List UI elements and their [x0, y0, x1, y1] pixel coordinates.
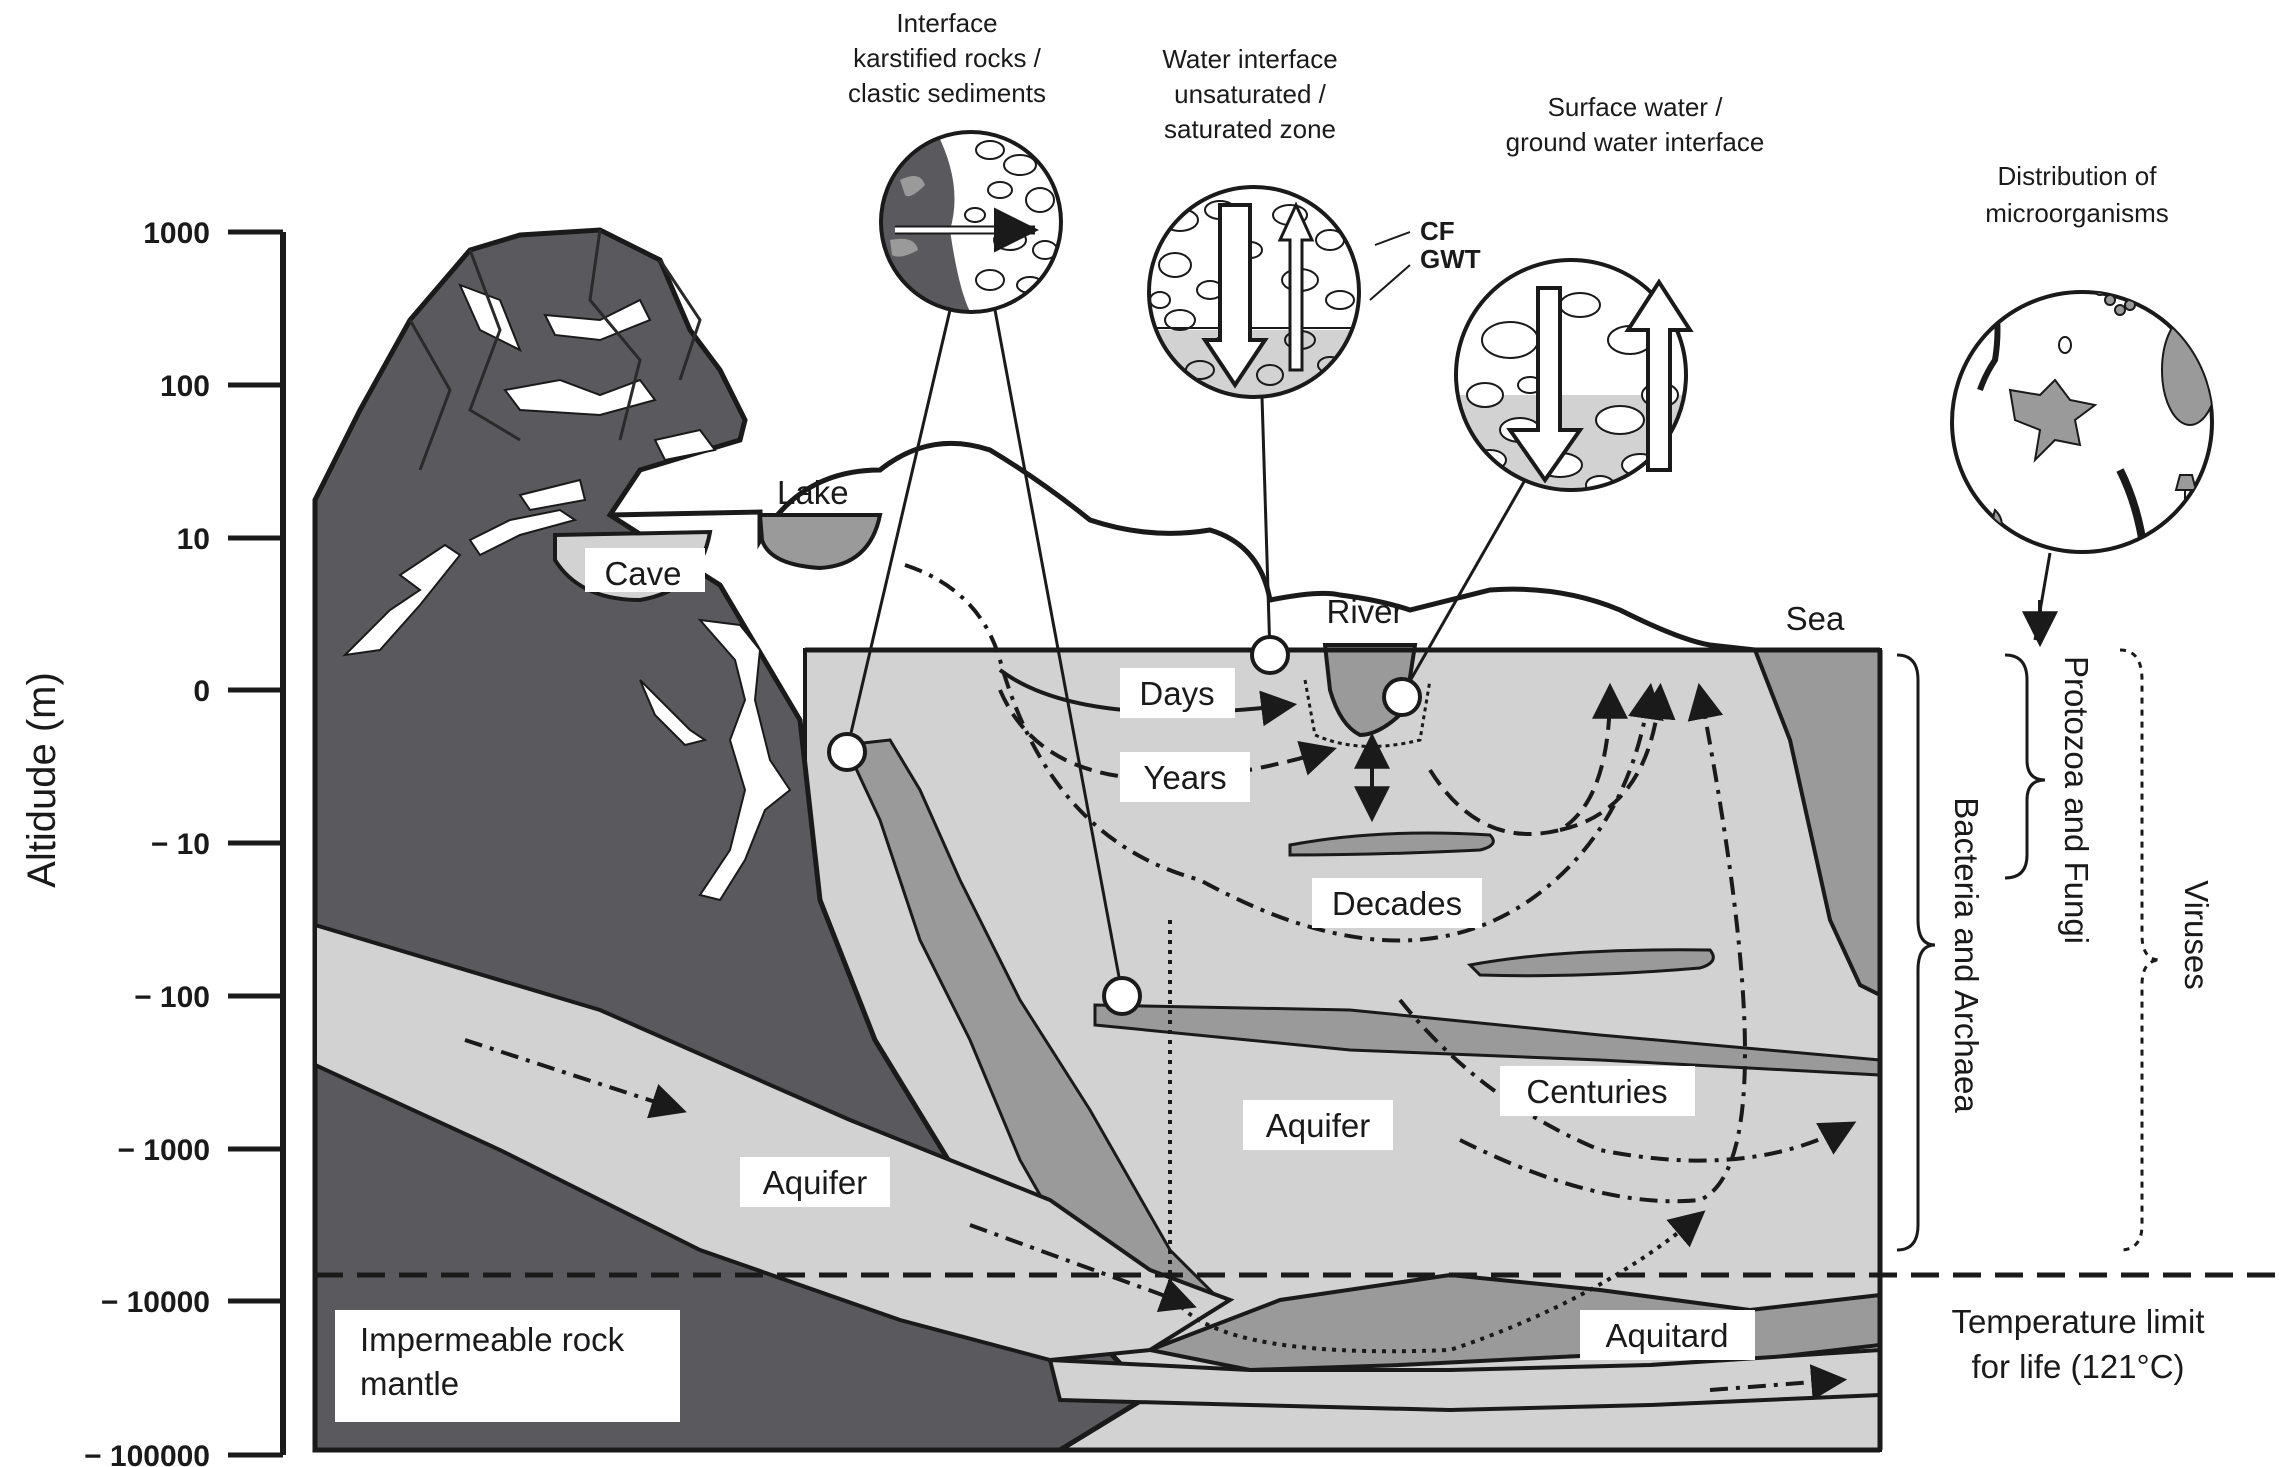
mantle-label-1: Impermeable rock — [360, 1321, 625, 1358]
tick-label: − 10000 — [101, 1286, 210, 1319]
karst-interface-circle — [881, 120, 1070, 320]
river-label: River — [1326, 593, 1403, 630]
karst-title-3: clastic sediments — [848, 78, 1046, 108]
decades-label: Decades — [1332, 885, 1462, 922]
sea-label: Sea — [1786, 600, 1845, 637]
lake-label: Lake — [777, 474, 849, 511]
tick-label: − 1000 — [117, 1134, 210, 1167]
temperature-line-1: Temperature limit — [1951, 1303, 2204, 1340]
viruses-label: Viruses — [2178, 880, 2215, 989]
tick-label: − 10 — [151, 828, 210, 861]
bacteria-label: Bacteria and Archaea — [1948, 797, 1985, 1113]
surface-title-1: Surface water / — [1548, 92, 1724, 122]
micro-title-1: Distribution of — [1998, 161, 2158, 191]
micro-title-2: microorganisms — [1985, 198, 2169, 228]
protozoa-label: Protozoa and Fungi — [2058, 656, 2095, 944]
aquitard-label: Aquitard — [1606, 1317, 1729, 1354]
organism-brackets — [1897, 650, 2160, 1250]
tick-label: 1000 — [143, 217, 210, 250]
axis-title: Altidude (m) — [20, 672, 64, 888]
gwt-label: GWT — [1420, 244, 1481, 274]
years-label: Years — [1143, 759, 1226, 796]
viruses-bracket — [2120, 650, 2160, 1250]
temperature-line-2: for life (121°C) — [1971, 1348, 2184, 1385]
tick-label: 10 — [177, 523, 210, 556]
water-title-2: unsaturated / — [1174, 79, 1327, 109]
water-title-1: Water interface — [1162, 44, 1337, 74]
cf-label: CF — [1420, 216, 1455, 246]
temperature-label: Temperature limit for life (121°C) — [1951, 1303, 2204, 1385]
y-axis: 1000 100 10 0 − 10 − 100 − 1000 − 10000 … — [20, 217, 283, 1467]
cave-label: Cave — [604, 555, 681, 592]
tick-label: − 100 — [134, 981, 210, 1014]
surface-title-2: ground water interface — [1506, 127, 1765, 157]
tick-label: − 100000 — [84, 1440, 210, 1467]
days-label: Days — [1139, 675, 1214, 712]
tick-label: 0 — [193, 675, 210, 708]
karst-title-2: karstified rocks / — [853, 43, 1042, 73]
aquifer-left-label: Aquifer — [763, 1164, 868, 1201]
water-title-3: saturated zone — [1164, 114, 1336, 144]
centuries-label: Centuries — [1526, 1073, 1667, 1110]
aquifer-center-label: Aquifer — [1266, 1107, 1371, 1144]
tick-label: 100 — [160, 370, 210, 403]
bacteria-bracket — [1897, 655, 1935, 1250]
protozoa-bracket — [2005, 655, 2045, 878]
karst-title-1: Interface — [896, 8, 997, 38]
lake — [760, 515, 880, 568]
water-interface-circle — [1140, 187, 1410, 410]
microorganism-circle — [1903, 285, 2218, 640]
mantle-label-2: mantle — [360, 1365, 459, 1402]
surface-water-circle — [1450, 260, 1690, 505]
